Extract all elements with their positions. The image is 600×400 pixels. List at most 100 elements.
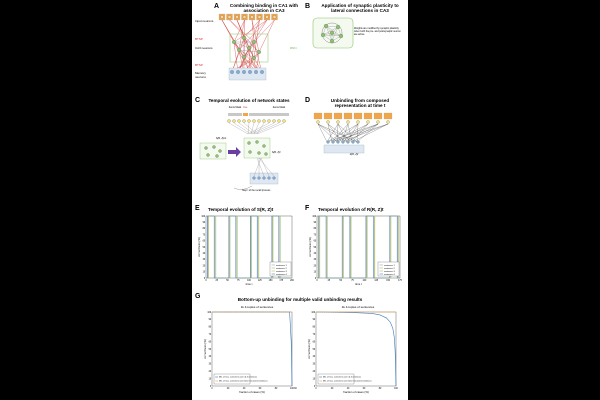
state-neuron — [206, 153, 210, 157]
input-arrow — [228, 122, 249, 135]
unbinding-arrow — [331, 123, 369, 143]
input-arrow — [250, 122, 255, 135]
x-tick-label: 150 — [269, 280, 274, 282]
ca3-neuron — [252, 40, 256, 44]
panel-a-title: Combining binding in CA1 with associatio… — [229, 3, 299, 14]
input-neuron — [265, 15, 269, 19]
y-axis-label: correctness (%) — [308, 237, 312, 257]
legend-label: sentence 2 — [384, 267, 395, 270]
unbinding-arrow — [317, 123, 338, 143]
unbinding-arrow — [356, 123, 379, 143]
label-btsp-1: BTSP — [195, 37, 203, 41]
y-tick-label: 20 — [203, 265, 206, 267]
unbinding-arrow — [341, 123, 349, 143]
memory-neuron — [230, 70, 234, 74]
memory-neuron — [260, 70, 264, 74]
label-state-prev: S(R, Z)t-1 — [216, 137, 227, 140]
memory-neuron — [326, 140, 330, 144]
x-tick-label: 60 — [259, 388, 262, 390]
y-tick-label: 70 — [314, 234, 317, 236]
x-tick-label: 0 — [205, 280, 207, 282]
input-neuron — [272, 15, 277, 19]
token-box — [333, 112, 343, 120]
y-tick-label: 20 — [313, 371, 316, 373]
legend-label: sentence 4 — [276, 273, 287, 276]
ca3-neuron — [329, 30, 335, 36]
state-prev-box — [199, 142, 227, 160]
memory-neuron — [242, 70, 246, 74]
x-tick-label: 125 — [258, 280, 263, 282]
y-tick-label: 20 — [209, 371, 212, 373]
token-box — [353, 112, 363, 120]
panel-g2-title: 4k 4-tuples of sentences — [341, 305, 375, 309]
input-neuron — [250, 15, 254, 19]
unbinding-arrow — [327, 123, 333, 143]
x-tick-label: 100 — [247, 280, 252, 282]
series-line-1 — [315, 311, 397, 387]
input-neuron — [247, 119, 251, 123]
paper-page: A Combining binding in CA1 with associat… — [192, 0, 408, 400]
x-tick-label: 80 — [379, 388, 382, 390]
state-neuron — [215, 154, 219, 158]
btsp-connection — [251, 19, 255, 43]
memory-neuron — [262, 176, 266, 180]
y-tick-label: 90 — [203, 222, 206, 224]
btsp-connection — [237, 42, 255, 73]
x-tick-label: 20 — [331, 388, 334, 390]
y-tick-label: 40 — [314, 253, 317, 255]
y-tick-label: 40 — [203, 253, 206, 255]
input-neuron — [252, 119, 256, 123]
unbinding-arrow — [317, 123, 328, 143]
panel-g2-chart — [315, 311, 397, 387]
series-line-4 — [206, 215, 292, 279]
btsp-connection — [233, 42, 263, 73]
panel-g1-title: 1k 4-tuples of sentences — [240, 305, 274, 309]
legend-box — [377, 261, 400, 277]
step-bracket — [233, 185, 253, 190]
x-tick-label: 50 — [339, 280, 342, 282]
memory-neuron — [252, 176, 256, 180]
input-arrow — [247, 122, 250, 135]
memory-neuron — [346, 140, 350, 144]
btsp-connection — [251, 19, 260, 53]
panel-e-title: Temporal evolution of S(R, Z)t — [208, 207, 274, 212]
x-tick-label: 40 — [347, 388, 350, 390]
y-tick-label: 0 — [204, 278, 206, 280]
legend-box — [269, 261, 292, 277]
y-tick-label: 0 — [315, 278, 317, 280]
input-arrow — [243, 122, 258, 135]
x-tick-label: 0 — [315, 388, 317, 390]
unbinding-arrow — [326, 123, 379, 143]
y-axis-label: correctness (%) — [203, 339, 207, 359]
unbinding-arrow — [336, 123, 379, 143]
lateral-connection — [325, 25, 333, 42]
x-tick-label: 150 — [386, 280, 391, 282]
x-tick-label: 75 — [237, 280, 240, 282]
input-neuron — [227, 119, 231, 123]
y-tick-label: 50 — [314, 247, 317, 249]
x-tick-label: 0 — [211, 388, 213, 390]
x-tick-label: 50 — [226, 280, 229, 282]
output-neuron — [326, 120, 330, 124]
label-cue: Cue — [243, 106, 248, 109]
input-neuron — [277, 119, 281, 123]
y-tick-label: 60 — [313, 341, 316, 343]
transition-arrow — [228, 147, 241, 157]
btsp-connection — [253, 42, 263, 73]
unbinding-arrow — [341, 123, 369, 143]
ca3-neuron — [237, 48, 241, 52]
y-tick-label: 80 — [203, 228, 206, 230]
y-tick-label: 10 — [203, 272, 206, 274]
memory-neuron — [336, 140, 340, 144]
x-axis-label: time t — [246, 282, 253, 286]
token-box — [363, 112, 373, 120]
input-neuron — [242, 119, 246, 123]
token-box — [343, 112, 353, 120]
btsp-connection — [233, 19, 245, 43]
label-zeros-mask-2: Zeros Mask — [272, 106, 286, 109]
y-tick-label: 70 — [203, 234, 206, 236]
panel-g1-chart — [211, 311, 293, 387]
output-neuron — [336, 120, 340, 124]
input-neuron — [267, 119, 271, 123]
legend-label: Min. of max. correctness over best 3 rec… — [219, 380, 268, 383]
